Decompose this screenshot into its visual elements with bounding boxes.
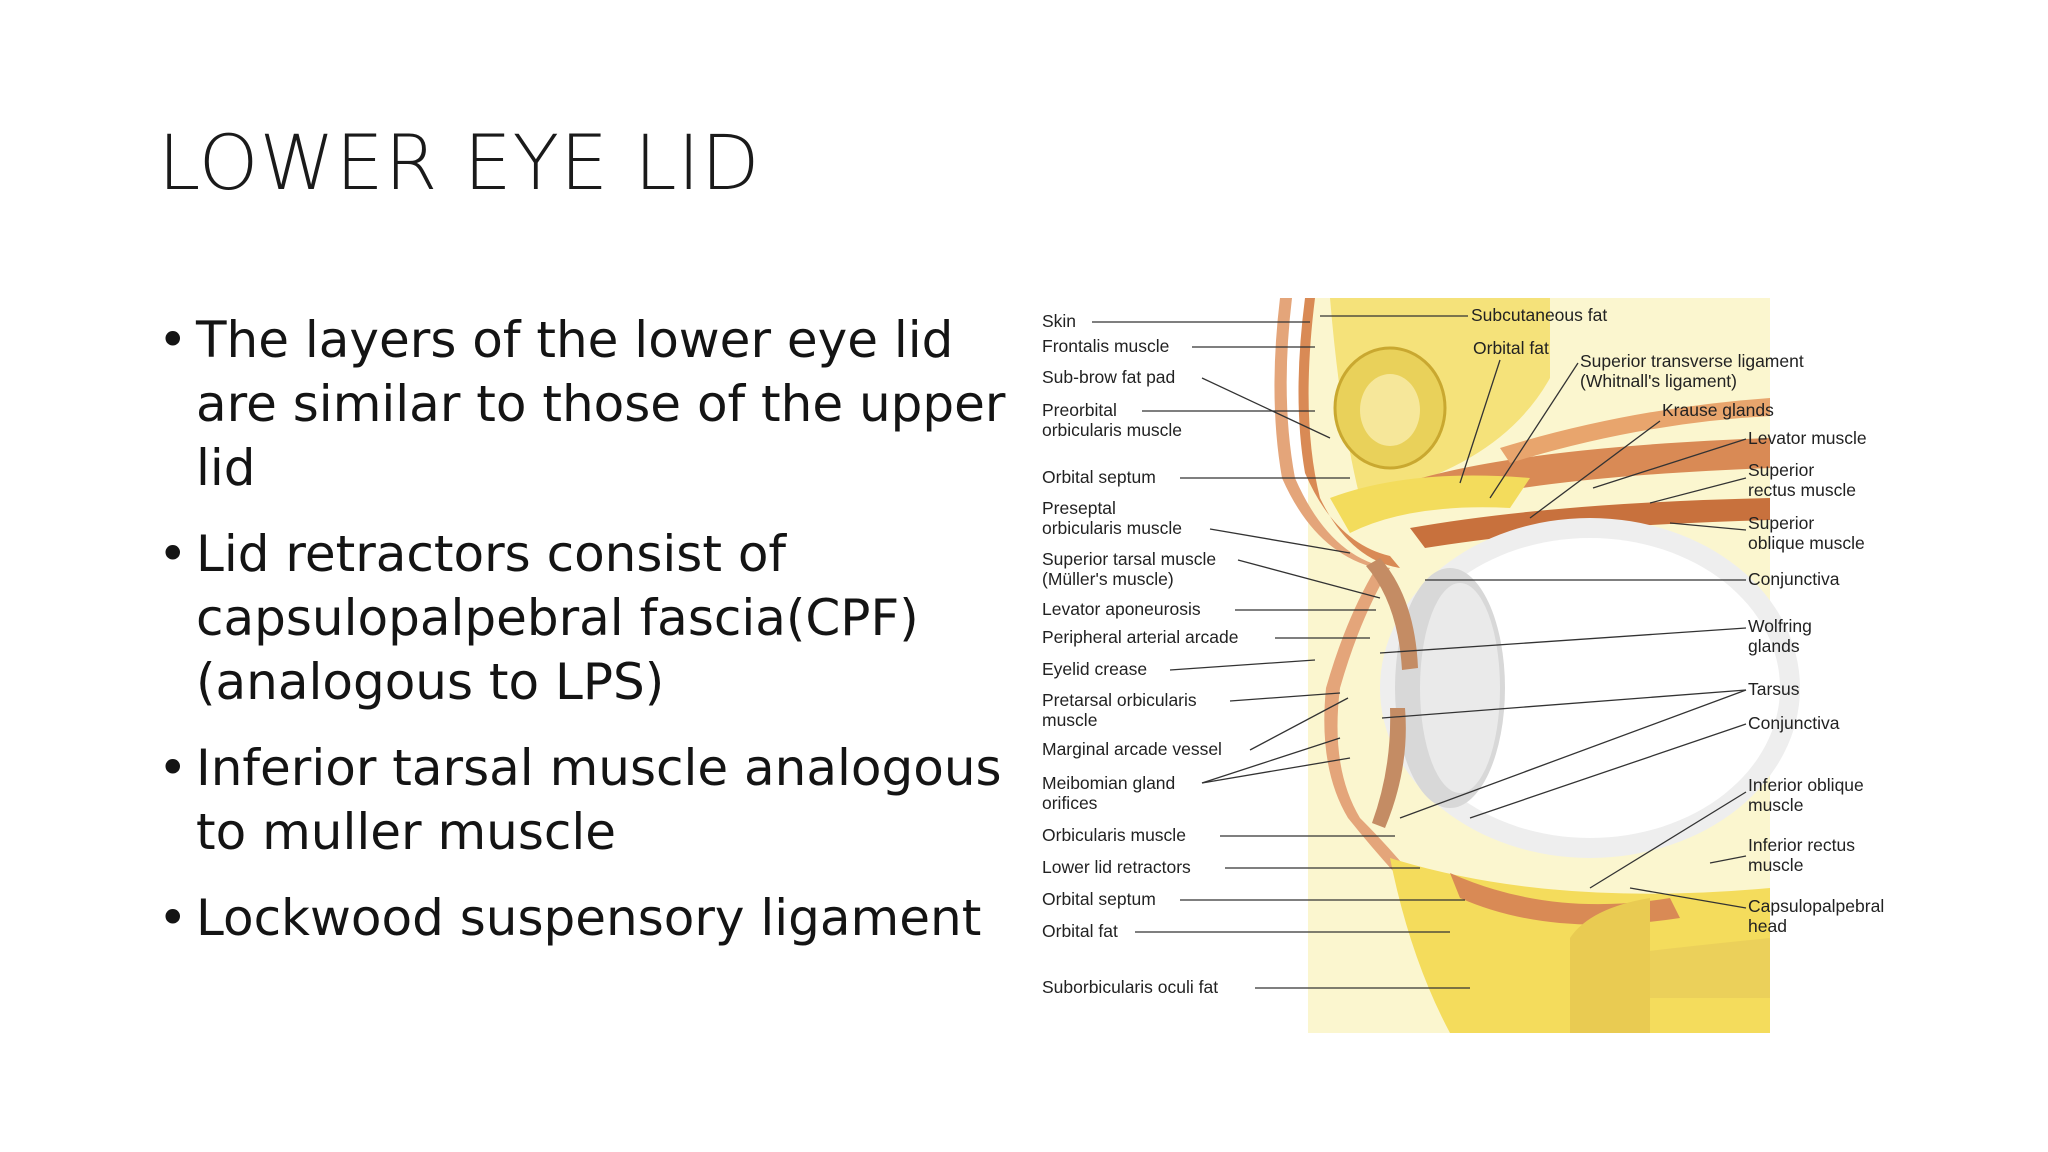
leader-line	[1249, 697, 1349, 751]
bullet-marker: •	[158, 525, 188, 583]
leader-line	[1237, 559, 1381, 599]
leader-line	[1169, 659, 1316, 671]
leader-line	[1459, 359, 1501, 484]
label-pretarsal-1: Pretarsal orbicularis	[1042, 690, 1197, 710]
slide-title: LOWER EYE LID	[158, 118, 761, 207]
eyelid-anatomy-diagram: Skin Frontalis muscle Sub-brow fat pad P…	[1030, 298, 1930, 1043]
bullet-text: Inferior tarsal muscle analogous to mull…	[196, 739, 1002, 861]
eyelid-anatomy-svg: Skin Frontalis muscle Sub-brow fat pad P…	[1042, 298, 1884, 1033]
label-superior-oblique-2: oblique muscle	[1748, 533, 1865, 553]
label-superior-tarsal-1: Superior tarsal muscle	[1042, 549, 1216, 569]
leader-line	[1629, 887, 1747, 909]
label-preseptal-1: Preseptal	[1042, 498, 1116, 518]
bullet-item: • Lid retractors consist of capsulopalpe…	[158, 522, 1008, 714]
label-orbital-fat-upper: Orbital fat	[1473, 338, 1549, 358]
bullet-list: • The layers of the lower eye lid are si…	[158, 308, 1008, 972]
label-subcutaneous-fat: Subcutaneous fat	[1471, 305, 1607, 325]
label-inferior-rectus-1: Inferior rectus	[1748, 835, 1855, 855]
leader-line	[1381, 689, 1747, 719]
label-levator-muscle: Levator muscle	[1748, 428, 1867, 448]
label-suborbicularis-oculi-fat: Suborbicularis oculi fat	[1042, 977, 1218, 997]
leader-line	[1469, 723, 1747, 819]
label-frontalis-muscle: Frontalis muscle	[1042, 336, 1169, 356]
label-wolfring-1: Wolfring	[1748, 616, 1812, 636]
label-meibomian-2: orifices	[1042, 793, 1098, 813]
label-lower-lid-retractors: Lower lid retractors	[1042, 857, 1191, 877]
label-preorbital-2: orbicularis muscle	[1042, 420, 1182, 440]
leader-line	[1592, 438, 1747, 489]
leader-line	[1489, 362, 1579, 499]
label-superior-transverse-2: (Whitnall's ligament)	[1580, 371, 1737, 391]
bullet-item: • Lockwood suspensory ligament	[158, 886, 1008, 950]
label-peripheral-arterial-arcade: Peripheral arterial arcade	[1042, 627, 1239, 647]
label-inferior-oblique-1: Inferior oblique	[1748, 775, 1864, 795]
left-labels: Skin Frontalis muscle Sub-brow fat pad P…	[1042, 311, 1470, 997]
bullet-marker: •	[158, 739, 188, 797]
label-eyelid-crease: Eyelid crease	[1042, 659, 1147, 679]
bullet-text: The layers of the lower eye lid are simi…	[196, 311, 1006, 497]
label-orbicularis-muscle: Orbicularis muscle	[1042, 825, 1186, 845]
bullet-text: Lockwood suspensory ligament	[196, 889, 982, 947]
leader-line	[1529, 420, 1661, 519]
label-krause-glands: Krause glands	[1662, 400, 1774, 420]
label-levator-aponeurosis: Levator aponeurosis	[1042, 599, 1201, 619]
label-orbital-fat-lower: Orbital fat	[1042, 921, 1118, 941]
label-inferior-oblique-2: muscle	[1748, 795, 1803, 815]
leader-line	[1399, 689, 1747, 819]
bullet-marker: •	[158, 311, 188, 369]
leader-line	[1201, 737, 1341, 784]
label-capsulopalpebral-2: head	[1748, 916, 1787, 936]
bullet-item: • Inferior tarsal muscle analogous to mu…	[158, 736, 1008, 864]
leader-line	[1669, 522, 1747, 531]
label-preseptal-2: orbicularis muscle	[1042, 518, 1182, 538]
leader-line	[1201, 757, 1351, 784]
leader-line	[1379, 627, 1747, 654]
label-superior-rectus-1: Superior	[1748, 460, 1814, 480]
label-pretarsal-2: muscle	[1042, 710, 1097, 730]
leader-line	[1201, 377, 1331, 439]
label-skin: Skin	[1042, 311, 1076, 331]
label-inferior-rectus-2: muscle	[1748, 855, 1803, 875]
leader-line	[1589, 791, 1747, 889]
label-sub-brow-fat-pad: Sub-brow fat pad	[1042, 367, 1175, 387]
leader-line	[1229, 692, 1341, 702]
label-tarsus: Tarsus	[1748, 679, 1800, 699]
label-marginal-arcade-vessel: Marginal arcade vessel	[1042, 739, 1222, 759]
label-conjunctiva-lower: Conjunctiva	[1748, 713, 1840, 733]
bullet-item: • The layers of the lower eye lid are si…	[158, 308, 1008, 500]
label-conjunctiva-upper: Conjunctiva	[1748, 569, 1840, 589]
bullet-marker: •	[158, 889, 188, 947]
bullet-text: Lid retractors consist of capsulopalpebr…	[196, 525, 919, 711]
label-superior-transverse-1: Superior transverse ligament	[1580, 351, 1804, 371]
label-preorbital-1: Preorbital	[1042, 400, 1117, 420]
label-orbital-septum-upper: Orbital septum	[1042, 467, 1156, 487]
leader-line	[1649, 477, 1747, 504]
label-superior-tarsal-2: (Müller's muscle)	[1042, 569, 1174, 589]
label-meibomian-1: Meibomian gland	[1042, 773, 1175, 793]
anatomy-illustration	[1274, 298, 1800, 1033]
leader-line	[1709, 855, 1747, 864]
leader-line	[1209, 528, 1351, 554]
label-superior-oblique-1: Superior	[1748, 513, 1814, 533]
label-wolfring-2: glands	[1748, 636, 1800, 656]
right-labels: Subcutaneous fat Orbital fat Superior tr…	[1320, 305, 1884, 936]
label-orbital-septum-lower: Orbital septum	[1042, 889, 1156, 909]
label-superior-rectus-2: rectus muscle	[1748, 480, 1856, 500]
label-capsulopalpebral-1: Capsulopalpebral	[1748, 896, 1884, 916]
